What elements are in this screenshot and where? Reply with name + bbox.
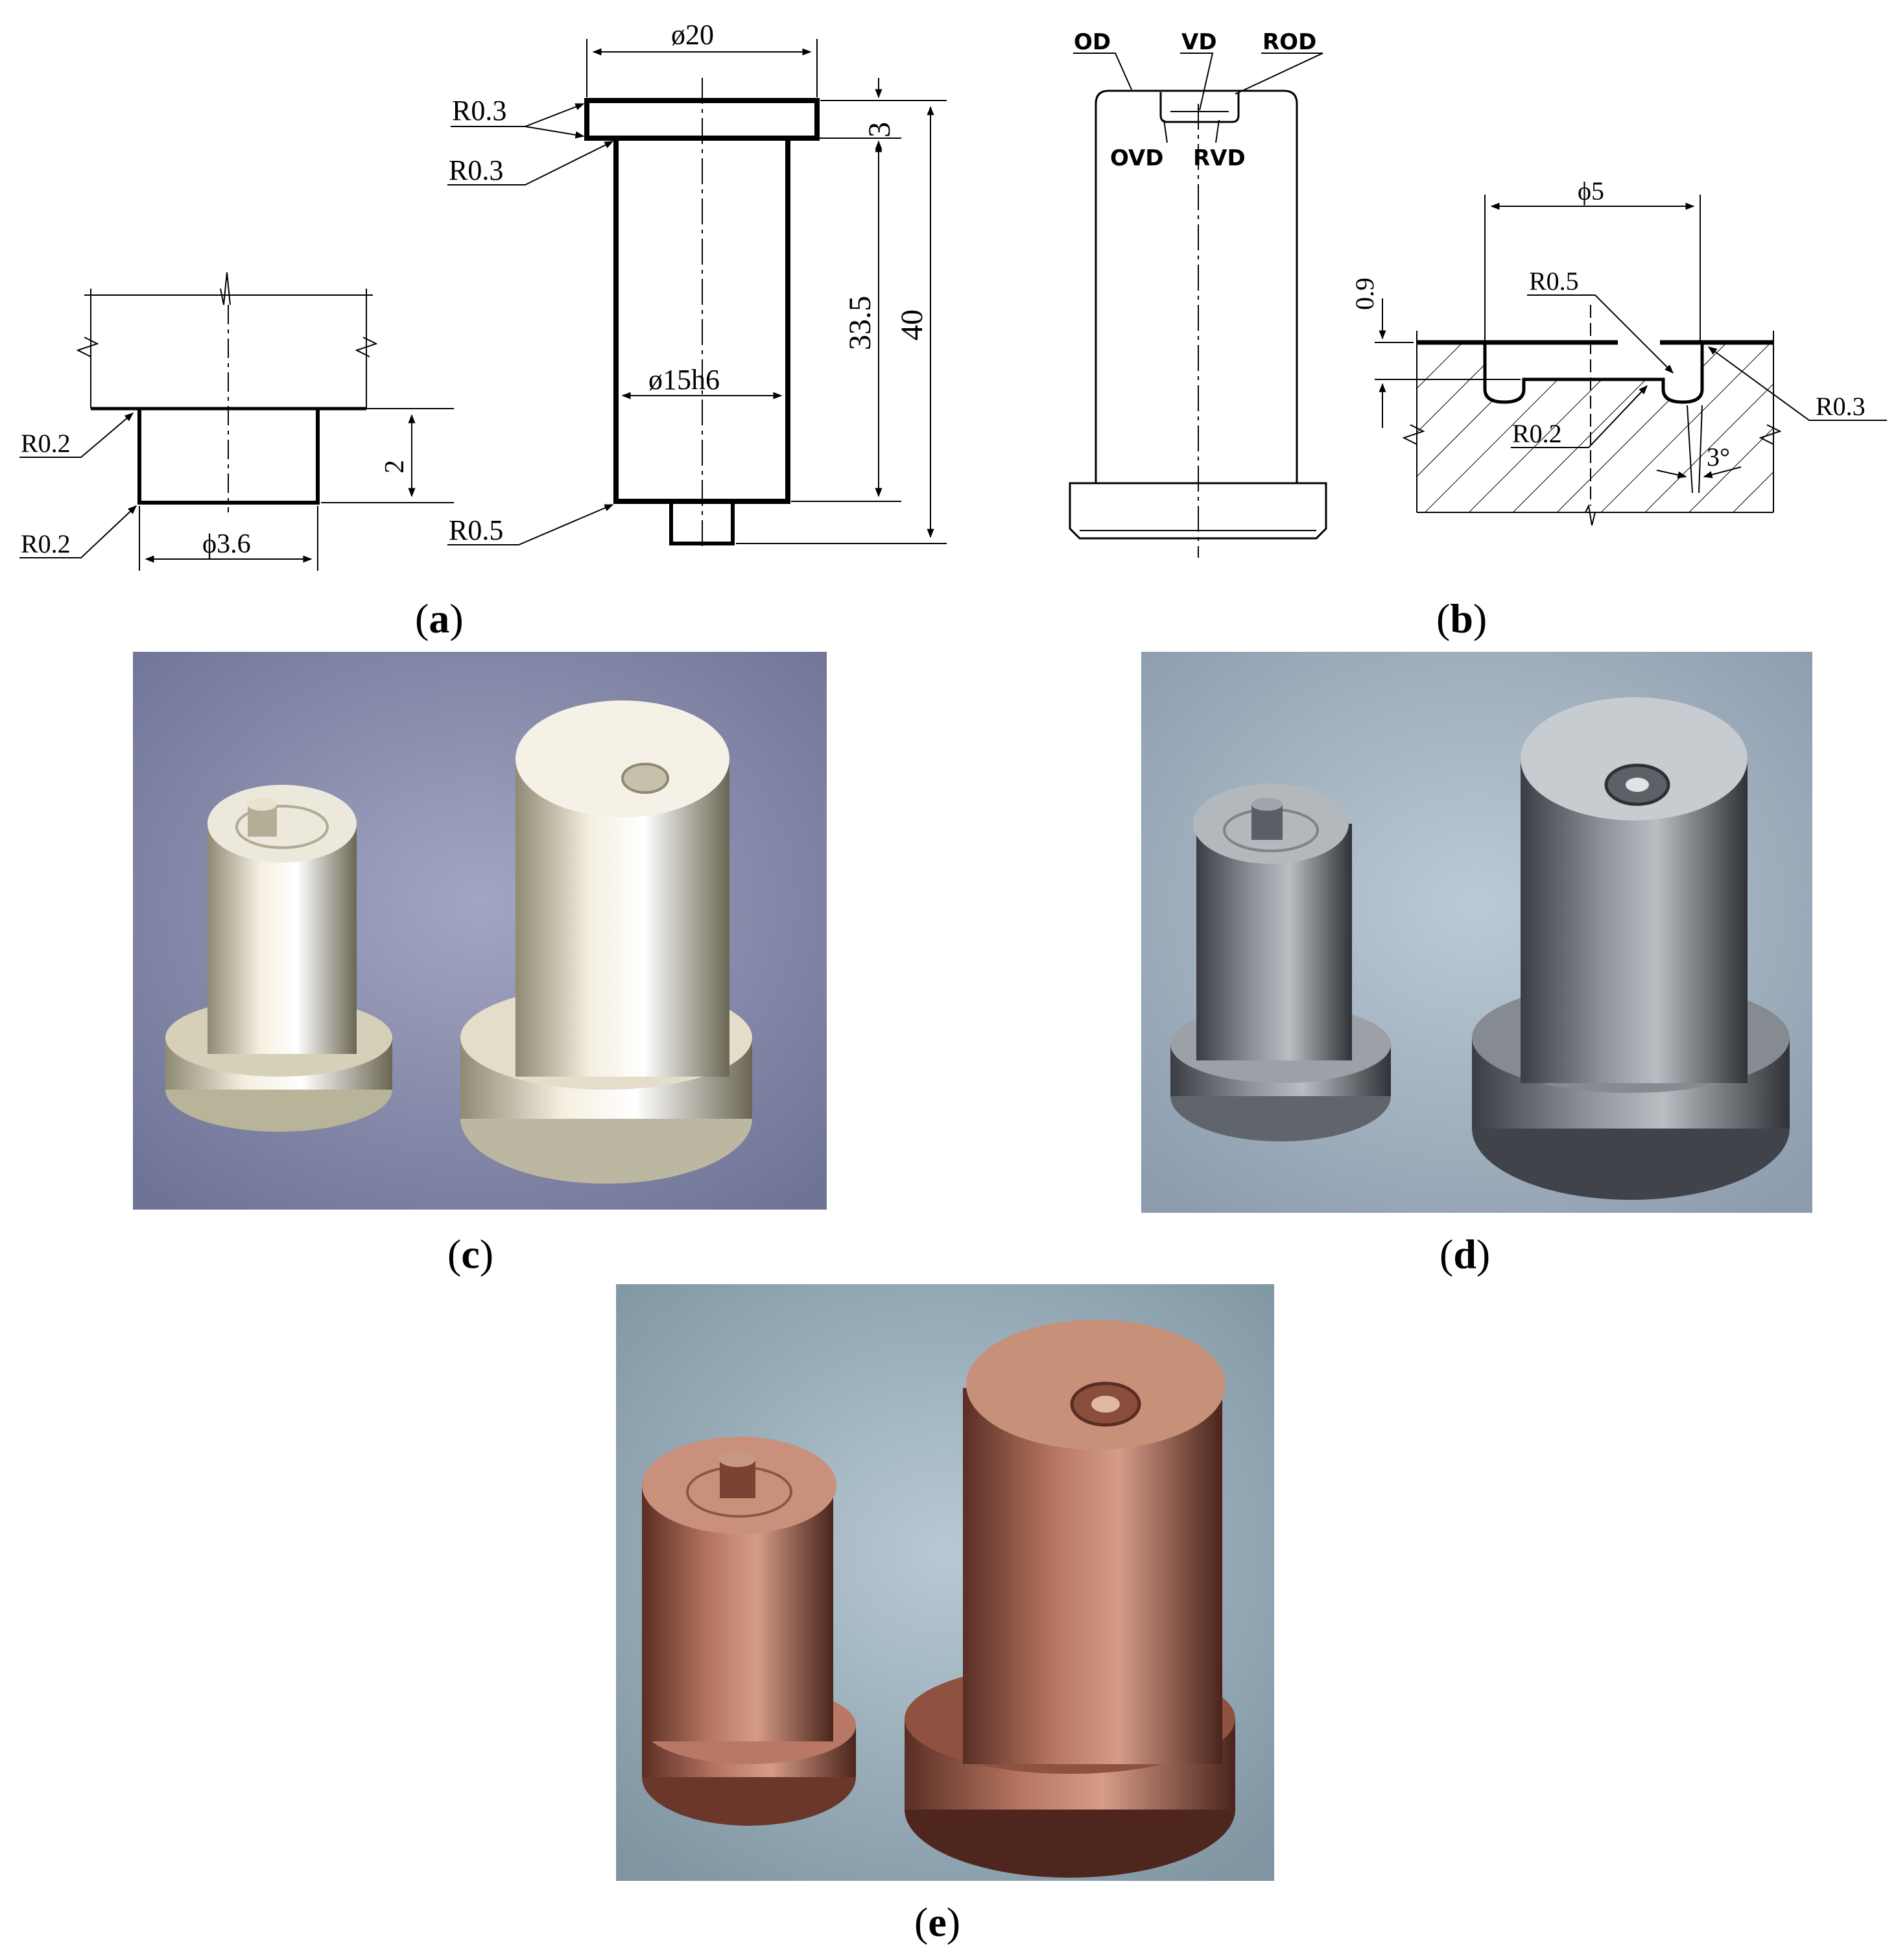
punch-body-drawing: ø20 R0.3 R0.3 ø15h6 3 33.5 40 R0.5	[447, 19, 947, 551]
label-dia-20: ø20	[671, 19, 714, 51]
large-die-steel	[1472, 697, 1790, 1200]
caption-d: (d)	[1440, 1231, 1490, 1277]
caption-a: (a)	[415, 595, 464, 641]
caption-b: (b)	[1436, 595, 1487, 641]
die-drawing: OD VD ROD OVD RVD	[1069, 29, 1327, 558]
label-angle-3: 3°	[1707, 442, 1730, 472]
punch-tip-drawing: R0.2 R0.2 ϕ3.6 2	[19, 272, 454, 571]
small-punch-silver	[165, 785, 392, 1132]
label-dim-3: 3	[862, 122, 897, 137]
label-r03-top: R0.3	[452, 95, 506, 126]
label-od: OD	[1074, 29, 1111, 55]
die-section-drawing: ϕ5 0.9 R0.5 R0.2 R0.3 3°	[1350, 176, 1887, 526]
label-dim-40: 40	[895, 309, 929, 341]
label-r03-bottom: R0.3	[449, 154, 503, 186]
label-rod: ROD	[1262, 29, 1316, 55]
panel-b: OD VD ROD OVD RVD	[1069, 29, 1887, 641]
label-dim-2: 2	[380, 460, 410, 473]
label-dia-3-6: ϕ3.6	[202, 529, 251, 559]
small-punch-copper	[642, 1437, 856, 1826]
small-punch-steel	[1170, 783, 1391, 1141]
caption-e: (e)	[914, 1899, 960, 1945]
label-ovd: OVD	[1110, 145, 1164, 171]
label-dia-5: ϕ5	[1578, 176, 1604, 206]
label-r05: R0.5	[449, 514, 503, 546]
label-r05-b: R0.5	[1529, 267, 1579, 296]
panel-d-photo	[1141, 652, 1812, 1213]
label-r02-top: R0.2	[21, 429, 71, 458]
label-dia-15h6: ø15h6	[648, 364, 720, 396]
label-dim-33-5: 33.5	[843, 296, 877, 350]
label-r02-bottom: R0.2	[21, 529, 71, 558]
panel-e-photo	[616, 1284, 1274, 1881]
large-die-copper	[905, 1320, 1235, 1878]
label-vd: VD	[1181, 29, 1217, 55]
large-die-silver	[460, 700, 752, 1184]
panel-a: R0.2 R0.2 ϕ3.6 2 ø20	[19, 19, 947, 641]
label-r03-b: R0.3	[1816, 392, 1866, 421]
label-rvd: RVD	[1193, 145, 1246, 171]
label-r02-b: R0.2	[1512, 419, 1562, 448]
panel-c-photo	[133, 652, 827, 1210]
caption-c: (c)	[447, 1231, 493, 1277]
label-dim-0-9: 0.9	[1350, 278, 1379, 310]
